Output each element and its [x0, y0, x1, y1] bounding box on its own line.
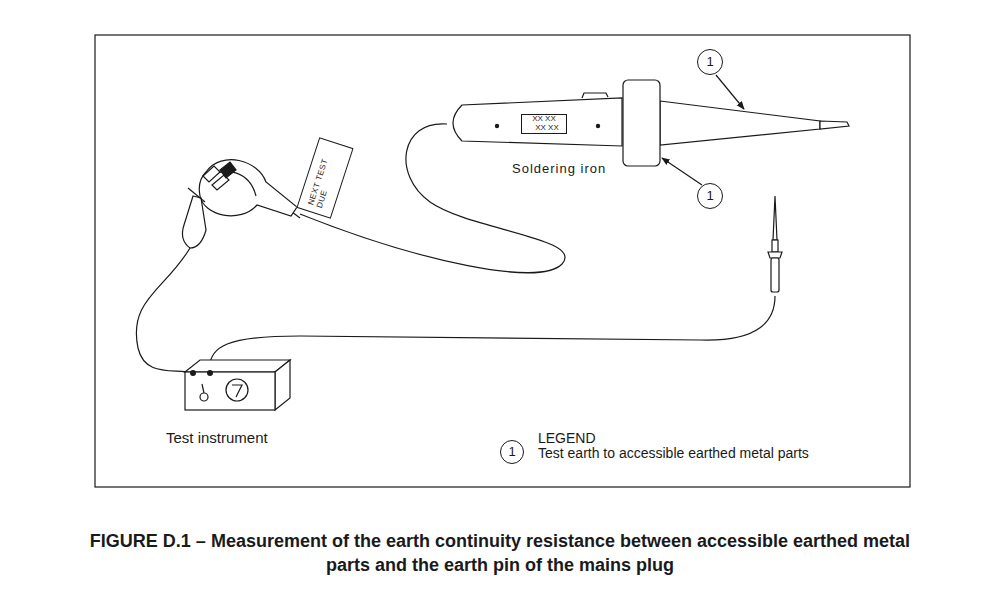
rating-plate: XX XXXX XX — [521, 114, 567, 134]
node-text: 1 — [706, 55, 713, 69]
callout-number: 1 — [500, 440, 524, 464]
mains-plug — [182, 160, 300, 248]
callout-number: 1 — [697, 183, 723, 209]
node-text: NEXT TEST DUE — [307, 147, 342, 210]
legend-text: Test earth to accessible earthed metal p… — [538, 445, 809, 461]
node-text: 1 — [508, 445, 515, 459]
legend-heading: LEGEND — [538, 430, 596, 446]
callout-number: 1 — [697, 49, 723, 75]
probe-lead — [210, 296, 775, 373]
test-lead — [136, 248, 193, 373]
leader-line — [662, 158, 702, 185]
figure-caption: FIGURE D.1 – Measurement of the earth co… — [80, 529, 920, 577]
leader-line — [716, 75, 744, 109]
node-text: 1 — [706, 189, 713, 203]
figure-frame — [95, 35, 910, 487]
part-label: Test instrument — [166, 429, 268, 446]
test-tag: NEXT TEST DUE — [296, 137, 353, 219]
soldering-iron — [453, 80, 849, 166]
node-text: XX XX — [532, 115, 556, 124]
test-instrument — [185, 360, 290, 410]
test-probe — [768, 196, 782, 292]
part-label: Soldering iron — [512, 161, 606, 176]
node-text: XX XX — [529, 124, 559, 133]
